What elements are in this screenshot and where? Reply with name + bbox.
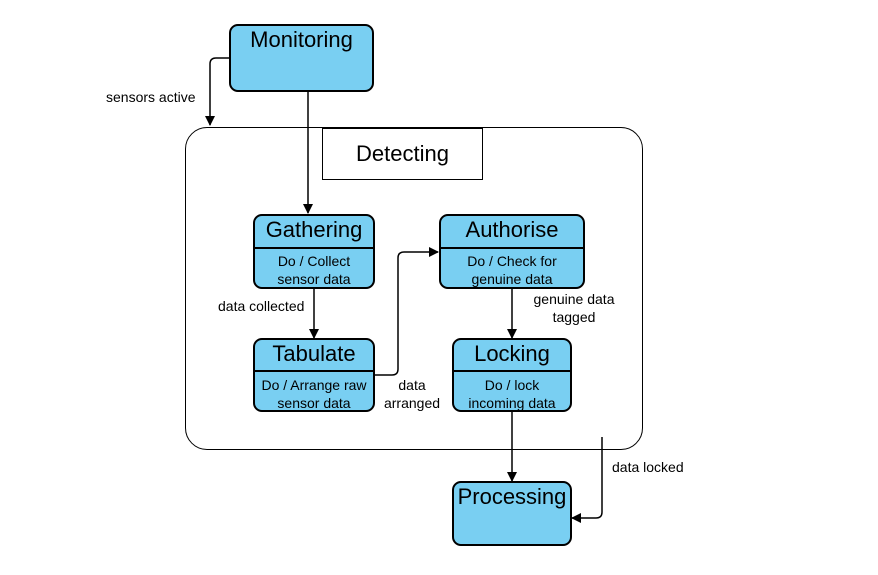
detecting-composite-state: [185, 127, 643, 450]
state-tabulate: Tabulate Do / Arrange raw sensor data: [253, 338, 375, 412]
arrow-monitoring-to-detecting: [205, 57, 229, 126]
state-tabulate-name: Tabulate: [272, 341, 356, 366]
arrow-detecting-to-processing: [571, 437, 603, 523]
state-locking-activity-line-2: incoming data: [468, 395, 556, 411]
state-processing-name: Processing: [457, 484, 567, 509]
state-gathering-activity-line-1: Do / Collect: [277, 253, 351, 269]
state-tabulate-activity-line-1: Do / Arrange raw: [261, 377, 367, 393]
label-sensors-active: sensors active: [106, 89, 196, 105]
state-tabulate-activity-line-2: sensor data: [277, 395, 351, 411]
detecting-title: Detecting: [322, 128, 483, 180]
state-gathering-divider: [255, 247, 373, 249]
state-authorise-activity-line-2: genuine data: [471, 271, 553, 287]
label-genuine-data-tagged-line-2: tagged: [552, 309, 596, 325]
state-gathering-activity: Do / Collect sensor data: [255, 252, 373, 287]
state-authorise-activity-line-1: Do / Check for: [467, 253, 557, 269]
state-authorise-name: Authorise: [465, 217, 559, 242]
state-authorise-activity: Do / Check for genuine data: [441, 252, 583, 287]
state-locking-divider: [454, 370, 570, 372]
label-data-collected: data collected: [218, 298, 305, 314]
label-data-locked: data locked: [612, 459, 684, 475]
arrow-tabulate-to-authorise: [374, 247, 439, 376]
label-data-arranged-line-1: data: [398, 377, 426, 393]
state-gathering: Gathering Do / Collect sensor data: [253, 214, 375, 289]
label-genuine-data-tagged-line-1: genuine data: [533, 291, 615, 307]
label-data-arranged: data arranged: [381, 376, 443, 412]
state-monitoring: Monitoring: [229, 24, 374, 92]
state-authorise-divider: [441, 247, 583, 249]
label-genuine-data-tagged: genuine data tagged: [526, 290, 622, 326]
state-locking-activity-line-1: Do / lock: [484, 377, 540, 393]
state-locking-activity: Do / lock incoming data: [454, 376, 570, 411]
state-locking: Locking Do / lock incoming data: [452, 338, 572, 412]
state-monitoring-name: Monitoring: [250, 27, 353, 52]
state-authorise: Authorise Do / Check for genuine data: [439, 214, 585, 289]
state-gathering-name: Gathering: [265, 217, 363, 242]
label-data-arranged-line-2: arranged: [383, 395, 441, 411]
state-tabulate-divider: [255, 370, 373, 372]
state-tabulate-activity: Do / Arrange raw sensor data: [255, 376, 373, 411]
state-processing: Processing: [452, 481, 572, 546]
state-locking-name: Locking: [474, 341, 550, 366]
state-gathering-activity-line-2: sensor data: [277, 271, 351, 287]
